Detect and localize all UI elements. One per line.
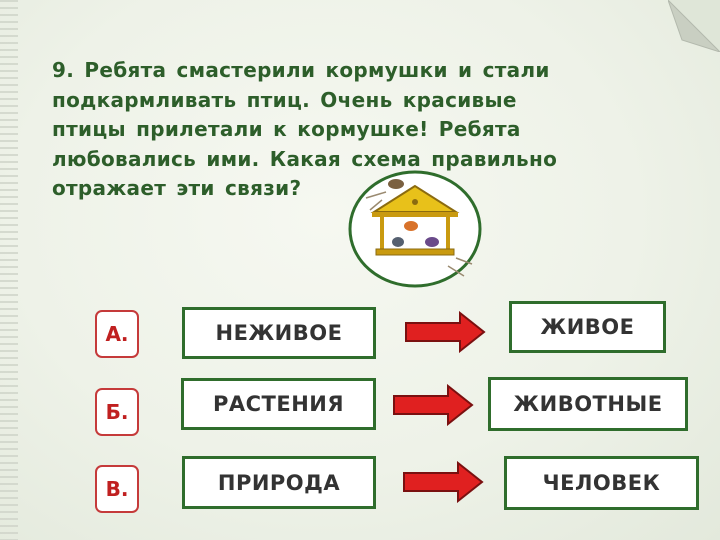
option-a-label[interactable]: А. <box>95 310 139 358</box>
option-a-left-box: НЕЖИВОЕ <box>182 307 376 359</box>
page-curl-icon <box>668 0 720 52</box>
option-a-right-box: ЖИВОЕ <box>509 301 666 353</box>
option-b-label[interactable]: Б. <box>95 388 139 436</box>
option-v-label[interactable]: В. <box>95 465 139 513</box>
right-arrow-icon <box>405 311 486 353</box>
option-b-left-box: РАСТЕНИЯ <box>181 378 376 430</box>
bird-feeder-icon <box>348 170 482 288</box>
question-text: 9. Ребята смастерили кормушки и стали по… <box>52 58 558 200</box>
option-v-right-box: ЧЕЛОВЕК <box>504 456 699 510</box>
option-b-right-box: ЖИВОТНЫЕ <box>488 377 688 431</box>
right-arrow-icon <box>403 461 484 503</box>
option-v-left-box: ПРИРОДА <box>182 456 376 509</box>
right-arrow-icon <box>393 384 474 426</box>
notebook-spiral <box>0 0 18 540</box>
